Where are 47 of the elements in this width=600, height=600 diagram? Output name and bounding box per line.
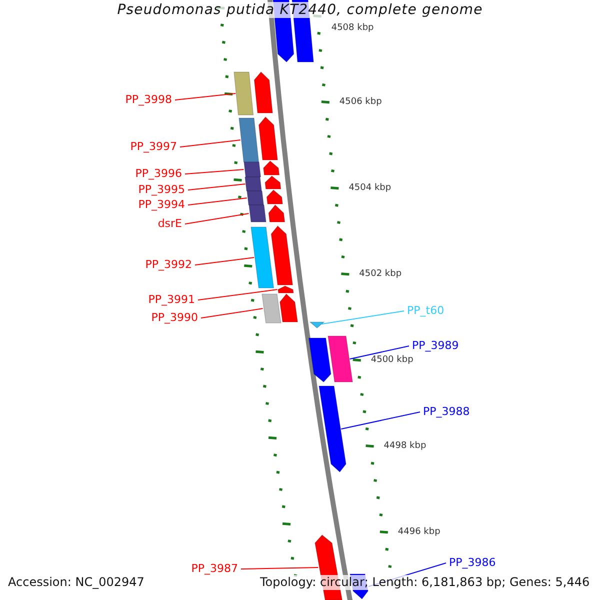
leader-line xyxy=(188,198,248,206)
genome-info-text: Topology: circular; Length: 6,181,863 bp; Genes: 5,446 xyxy=(260,575,590,590)
scale-label: 4508 kbp xyxy=(331,22,374,34)
gene-bar xyxy=(262,294,281,323)
leader-line xyxy=(180,140,241,148)
gene-label: dsrE xyxy=(158,217,182,231)
leader-line xyxy=(340,412,420,430)
scale-label: 4506 kbp xyxy=(339,96,382,108)
gene-bar xyxy=(234,72,254,115)
scale-label: 4502 kbp xyxy=(359,268,402,280)
scale-label: 4504 kbp xyxy=(348,182,392,194)
gene-label: PP_3996 xyxy=(135,167,182,181)
leader-line xyxy=(174,93,236,100)
gene-bar xyxy=(245,177,262,191)
gene-label: PP_3986 xyxy=(449,556,496,570)
title: Pseudomonas putida KT2440, complete genome xyxy=(115,2,485,18)
gene-bar xyxy=(247,191,264,205)
gene-bar xyxy=(248,205,266,222)
leader-line xyxy=(349,346,410,360)
gene-label: PP_3994 xyxy=(138,198,185,212)
gene-label: PP_3998 xyxy=(125,93,172,107)
genome-info-text: Accession: NC_002947 xyxy=(8,575,144,590)
leader-line xyxy=(198,289,278,300)
gene-label: PP_3987 xyxy=(191,562,238,576)
leader-line xyxy=(240,567,319,570)
gene-label: PP_3992 xyxy=(145,258,192,272)
gene-label: PP_3989 xyxy=(412,339,459,353)
gene-bar xyxy=(251,227,274,288)
gene-label: PP_3997 xyxy=(130,140,177,154)
gene-label: PP_t60 xyxy=(407,304,444,318)
leader-line xyxy=(188,184,246,190)
leader-line xyxy=(194,257,255,266)
leader-line xyxy=(184,213,250,224)
gene-label: PP_3988 xyxy=(423,405,470,419)
leader-line xyxy=(200,308,264,318)
leader-line xyxy=(322,310,404,324)
trna-triangle xyxy=(310,322,324,328)
gene-feature xyxy=(318,386,346,472)
leader-line xyxy=(184,169,244,174)
scale-label: 4496 kbp xyxy=(398,526,440,538)
gene-label: PP_3990 xyxy=(151,311,198,325)
scale-label: 4500 kbp xyxy=(370,354,414,366)
gene-bar xyxy=(239,118,259,162)
gene-label: PP_3995 xyxy=(138,183,185,197)
scale-label: 4498 kbp xyxy=(384,440,426,452)
gene-label: PP_3991 xyxy=(148,293,195,307)
gene-bar xyxy=(328,336,352,382)
